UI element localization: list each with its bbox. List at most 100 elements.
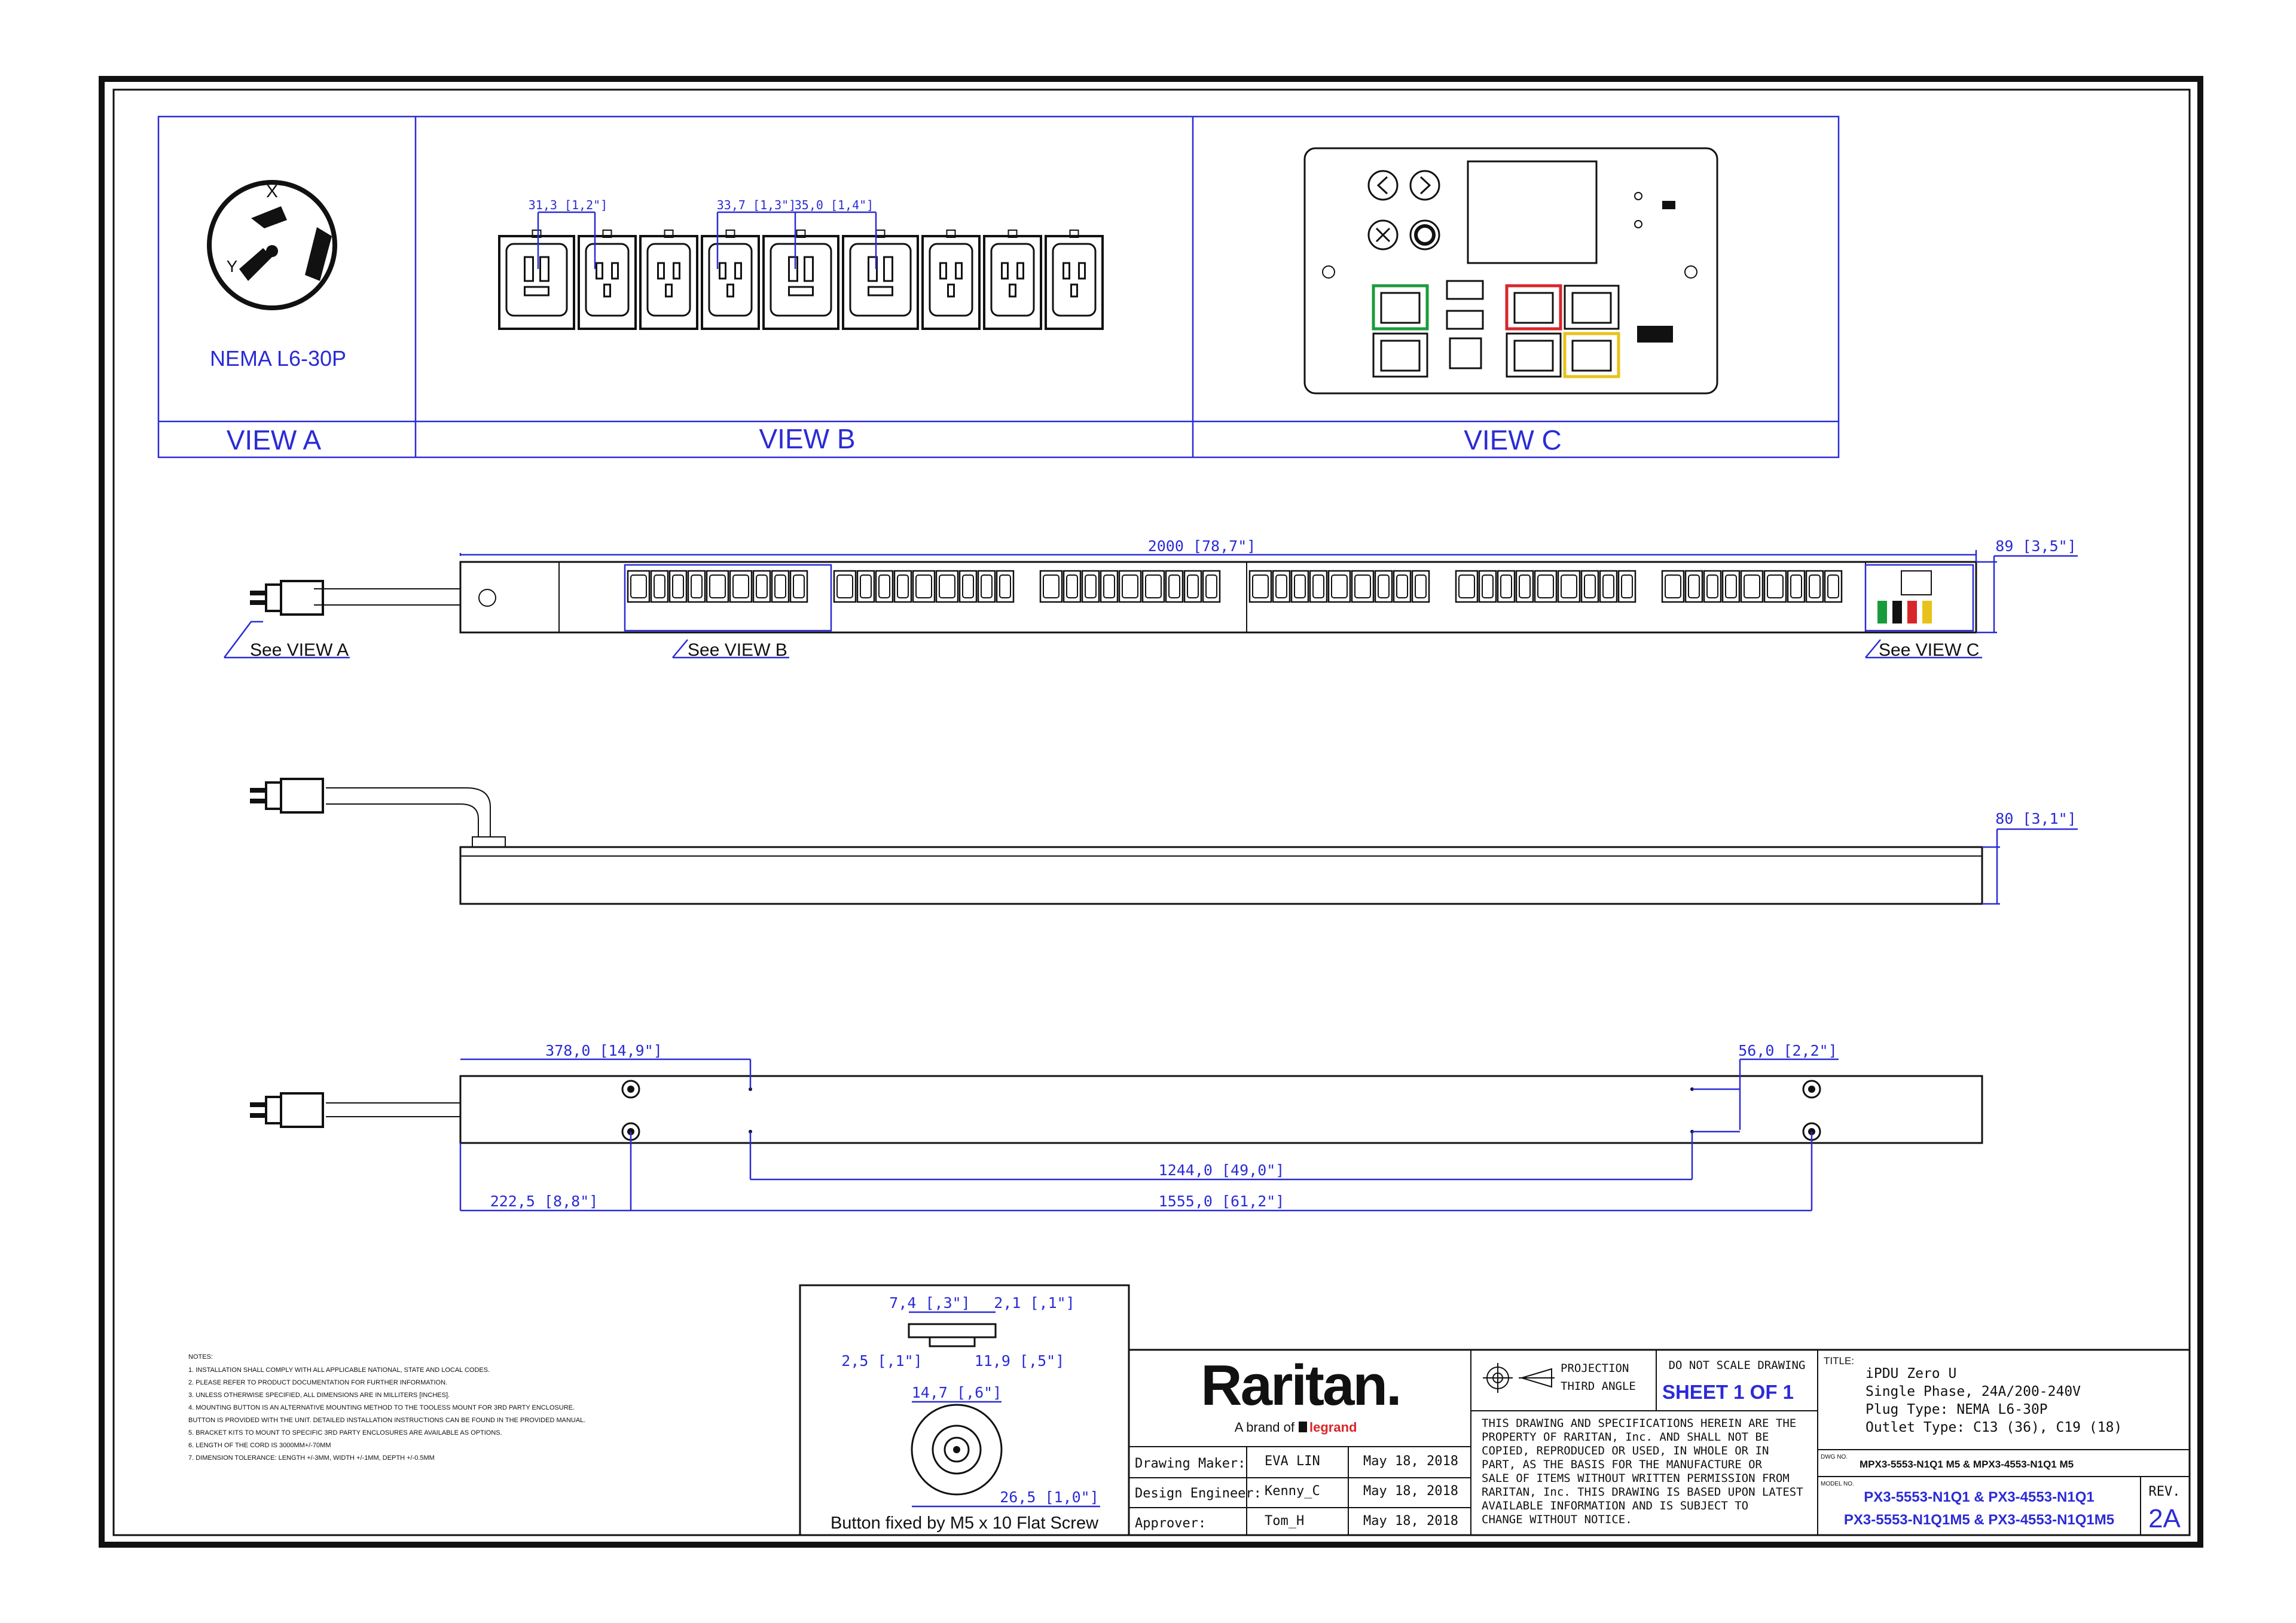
note-line: 1. INSTALLATION SHALL COMPLY WITH ALL AP… [188, 1367, 490, 1374]
title-line: Single Phase, 24A/200-240V [1866, 1384, 2081, 1399]
signoff-name: EVA LIN [1265, 1454, 1320, 1469]
plug-pin-x: X [266, 182, 278, 201]
view-table-border [157, 115, 1840, 459]
dim-2-5: 2,5 [,1"] [841, 1352, 922, 1370]
dim-33: 33,7 [1,3"] [717, 198, 796, 212]
c13-outlet [578, 230, 637, 330]
right-arrow-button [1409, 170, 1440, 201]
dim-width: 89 [3,5"] [1995, 537, 2076, 555]
legrand-logo: legrand [1309, 1420, 1357, 1435]
disclaimer-line: PART, AS THE BASIS FOR THE MANUFACTURE O… [1482, 1458, 1763, 1471]
rev-value: 2A [2148, 1504, 2181, 1533]
brand-sub: A brand of [1235, 1420, 1295, 1435]
projection-angle: THIRD ANGLE [1561, 1380, 1636, 1393]
outlet-row-detail [498, 230, 1104, 330]
view-a-label: VIEW A [227, 424, 322, 456]
signoff-role: Design Engineer: [1135, 1486, 1262, 1501]
c19-outlet [498, 230, 575, 330]
note-line: 7. DIMENSION TOLERANCE: LENGTH +/-3MM, W… [188, 1454, 435, 1462]
usb-a-port [1446, 310, 1484, 330]
disclaimer-line: COPIED, REPRODUCED OR USED, IN WHOLE OR … [1482, 1444, 1769, 1457]
c13-outlet [701, 230, 760, 330]
title-block: Raritan. A brand of legrand Drawing Make… [1128, 1349, 2191, 1536]
signoff-date: May 18, 2018 [1363, 1484, 1458, 1499]
outlet-bank [1455, 570, 1636, 603]
note-line: 2. PLEASE REFER TO PRODUCT DOCUMENTATION… [188, 1379, 447, 1386]
projection-label: PROJECTION [1561, 1362, 1629, 1375]
plug-body [280, 580, 324, 616]
plug-pin-g: G [316, 233, 329, 252]
ethernet-port [1564, 285, 1620, 330]
dim-35: 35,0 [1,4"] [795, 198, 874, 212]
model-label: MODEL NO. [1821, 1481, 1854, 1487]
usb-b-port [1449, 337, 1482, 369]
model-numbers-1: PX3-5553-N1Q1 & PX3-4553-N1Q1 [1864, 1489, 2095, 1505]
note-line: BUTTON IS PROVIDED WITH THE UNIT. DETAIL… [188, 1417, 585, 1424]
signoff-role: Approver: [1135, 1516, 1206, 1531]
signoff-date: May 18, 2018 [1363, 1454, 1458, 1469]
dim-378: 378,0 [14,9"] [545, 1042, 662, 1059]
disclaimer-line: RARITAN, Inc. THIS DRAWING IS BASED UPON… [1482, 1486, 1803, 1499]
controller-panel [1303, 147, 1718, 395]
power-cord [314, 588, 460, 606]
ethernet-port [1506, 332, 1562, 378]
button-front [911, 1404, 1003, 1496]
note-line: 4. MOUNTING BUTTON IS AN ALTERNATIVE MOU… [188, 1404, 575, 1411]
ethernet-port-green [1372, 284, 1429, 331]
dim-14-7: 14,7 [,6"] [912, 1384, 1002, 1401]
disclaimer-line: SALE OF ITEMS WITHOUT WRITTEN PERMISSION… [1482, 1472, 1790, 1485]
plug-pin-y: Y [227, 257, 238, 276]
dwg-number: MPX3-5553-N1Q1 M5 & MPX3-4553-N1Q1 M5 [1860, 1459, 2074, 1470]
ethernet-port-red [1505, 284, 1562, 331]
note-line: 5. BRACKET KITS TO MOUNT TO SPECIFIC 3RD… [188, 1429, 502, 1436]
c13-outlet [983, 230, 1042, 330]
notes-block: NOTES: 1. INSTALLATION SHALL COMPLY WITH… [188, 1353, 585, 1462]
note-line: 3. UNLESS OTHERWISE SPECIFIED, ALL DIMEN… [188, 1392, 450, 1399]
view-table: VIEW A VIEW B VIEW C [157, 115, 1840, 459]
cancel-button [1367, 219, 1399, 250]
pdu-side-view: 80 [3,1"] [250, 778, 2078, 905]
outlet-bank [1248, 570, 1430, 603]
disclaimer-line: AVAILABLE INFORMATION AND IS SUBJECT TO [1482, 1499, 1748, 1512]
see-view-b-label: See VIEW B [688, 640, 787, 660]
button-detail-box: 7,4 [,3"] 2,1 [,1"] 2,5 [,1"] 11,9 [,5"]… [799, 1284, 1130, 1536]
c19-outlet [762, 230, 839, 330]
disclaimer-line: CHANGE WITHOUT NOTICE. [1482, 1513, 1632, 1526]
c19-outlet [842, 230, 919, 330]
raritan-logo-vertical [1637, 326, 1673, 343]
front-controller [1877, 570, 1932, 623]
mounting-button [1802, 1080, 1821, 1099]
model-numbers-2: PX3-5553-N1Q1M5 & PX3-4553-N1Q1M5 [1844, 1512, 2114, 1528]
rev-label: REV. [2149, 1484, 2181, 1499]
outlet-bank [833, 570, 1015, 603]
mounting-button [621, 1080, 640, 1099]
left-arrow-button [1367, 170, 1399, 201]
pdu-front-view: See VIEW A See VIEW B See VIEW C 2000 [7… [224, 537, 2078, 660]
lcd-display [1467, 160, 1598, 264]
dim-height: 80 [3,1"] [1995, 810, 2076, 827]
button-caption: Button fixed by M5 x 10 Flat Screw [831, 1514, 1099, 1533]
plug-name: NEMA L6-30P [210, 346, 346, 371]
note-line: 6. LENGTH OF THE CORD IS 3000MM+/-70MM [188, 1442, 331, 1449]
side-power-cord [326, 787, 491, 837]
drawing-frame [99, 76, 2203, 1548]
see-view-a-label: See VIEW A [250, 640, 349, 660]
dim-7-4: 7,4 [,3"] [889, 1294, 970, 1312]
title-line: iPDU Zero U [1866, 1366, 1956, 1381]
disclaimer-line: THIS DRAWING AND SPECIFICATIONS HEREIN A… [1482, 1417, 1796, 1430]
dim-11-9: 11,9 [,5"] [975, 1352, 1065, 1370]
dim-1244: 1244,0 [49,0"] [1159, 1162, 1285, 1179]
dim-222: 222,5 [8,8"] [490, 1193, 599, 1210]
see-view-c-label: See VIEW C [1879, 640, 1979, 660]
c13-outlet [1045, 230, 1104, 330]
dim-56: 56,0 [2,2"] [1738, 1042, 1837, 1059]
raritan-logo: Raritan. [1201, 1353, 1400, 1417]
screw-icon [1322, 265, 1335, 279]
disclaimer-line: PROPERTY OF RARITAN, Inc. AND SHALL NOT … [1482, 1431, 1769, 1444]
dim-length: 2000 [78,7"] [1148, 537, 1256, 555]
screw-icon [1684, 265, 1697, 279]
usb-a-port [1446, 280, 1484, 300]
ethernet-port-yellow [1563, 332, 1620, 378]
ethernet-port [1372, 332, 1428, 378]
